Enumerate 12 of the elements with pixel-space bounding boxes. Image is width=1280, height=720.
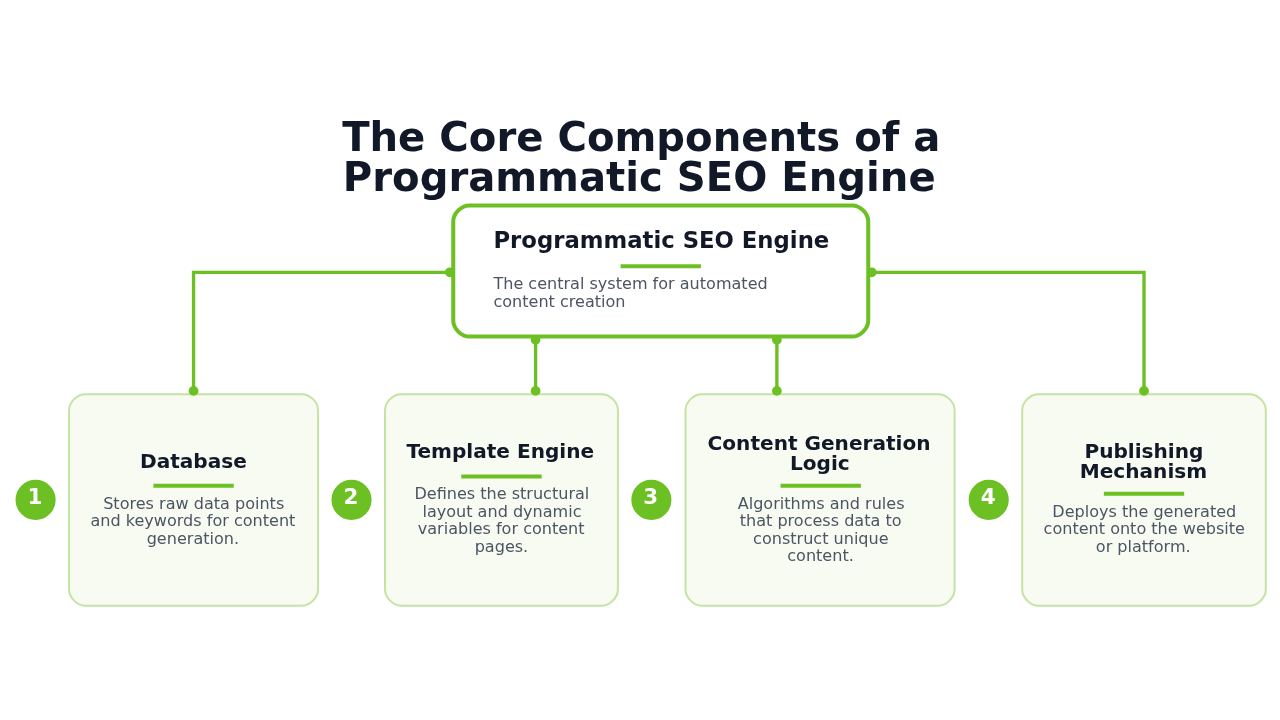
node-circle: 1: [12, 477, 59, 523]
connector: [188, 267, 455, 396]
node-box: Template Engine Defines the structural layout and dynamic variables for content pages.: [383, 393, 619, 607]
node-box: Publishing Mechanism Deploys the generated content onto the website or platform.: [1021, 393, 1267, 607]
node-circle: 4: [965, 477, 1012, 523]
node-circle: 2: [328, 477, 375, 523]
node-box: Content Generation Logic Algorithms and rules that process data to construct unique content.: [684, 393, 956, 607]
connector: [866, 267, 1149, 396]
diagram-title: The Core Components of a Programmatic SEO Engine: [342, 113, 941, 200]
node-box: Database Stores raw data points and keywords for content generation.: [68, 393, 320, 607]
node-circle: 3: [628, 477, 675, 523]
node-box: Programmatic SEO Engine The central system for automated content creation: [451, 203, 871, 339]
